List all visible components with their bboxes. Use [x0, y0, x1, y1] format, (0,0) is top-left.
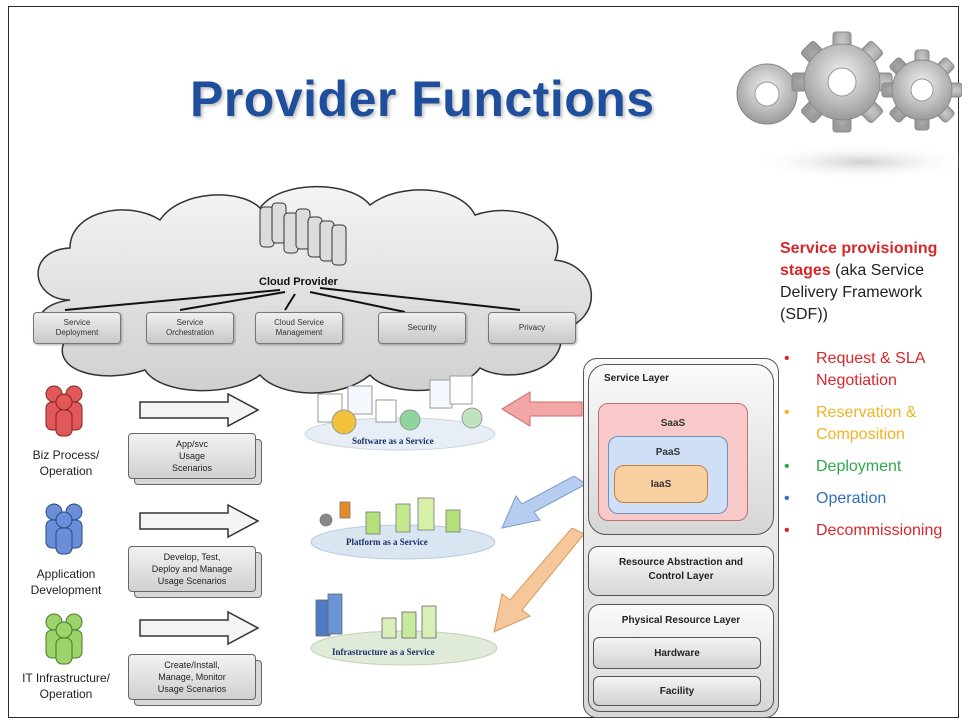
saas-cloud-icon	[304, 375, 496, 451]
privacy-box: Privacy	[488, 312, 576, 344]
cloud-provider-label: Cloud Provider	[259, 276, 338, 288]
developer-users-icon	[45, 503, 83, 555]
sdf-heading: Service provisioning stages (aka Service…	[780, 240, 938, 323]
slide-frame	[8, 6, 959, 718]
paas-label: Platform as a Service	[346, 537, 428, 547]
iaas-cloud-icon	[310, 593, 498, 666]
physical-resource-label: Physical Resource Layer	[621, 615, 741, 626]
stage-operation: • Operation	[784, 490, 887, 507]
gears-icon	[736, 31, 962, 180]
arrow-to-saas	[501, 391, 583, 427]
right-arrow-icon	[139, 503, 260, 539]
right-arrow-icon	[139, 392, 260, 428]
biz-users-icon	[45, 385, 83, 437]
it-users-icon	[45, 613, 83, 665]
hardware-box: Hardware	[593, 637, 761, 669]
arrow-to-iaas	[493, 528, 585, 633]
stage-reservation: • Reservation &Composition	[784, 404, 917, 443]
right-arrow-icon	[139, 610, 260, 646]
arrow-to-paas	[501, 476, 587, 529]
role-label-biz: Biz Process/Operation	[32, 448, 100, 478]
stage-decommissioning: • Decommissioning	[784, 522, 943, 539]
paas-cloud-icon	[310, 497, 496, 560]
role-label-it-infra: IT Infrastructure/Operation	[22, 671, 110, 701]
service-layer-label: Service Layer	[604, 373, 670, 384]
slide-title: Provider Functions	[190, 71, 655, 127]
iaas-box: IaaS	[614, 465, 708, 503]
server-icon	[259, 202, 347, 266]
security-box: Security	[378, 312, 466, 344]
iaas-label: Infrastructure as a Service	[332, 647, 435, 657]
stage-deployment: • Deployment	[784, 458, 902, 475]
saas-label: Software as a Service	[352, 436, 434, 446]
facility-box: Facility	[593, 676, 761, 706]
resource-abstraction-box	[588, 546, 774, 596]
